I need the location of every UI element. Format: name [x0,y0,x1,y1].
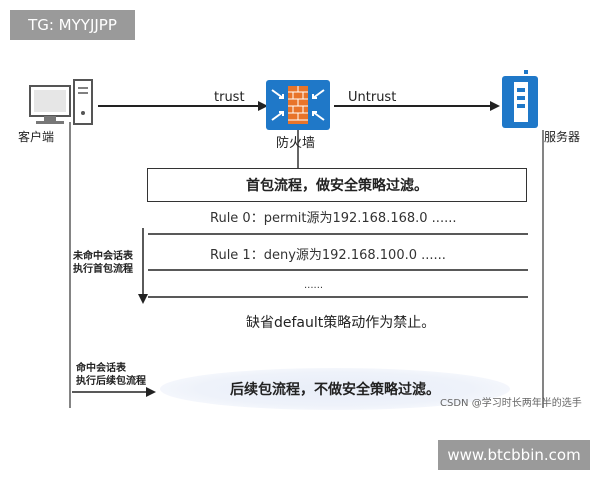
firewall-icon [266,80,330,130]
client-computer-icon [29,79,93,125]
hit-session-note: 命中会话表 执行后续包流程 [76,362,146,388]
miss-down-arrowhead [138,294,148,304]
rule-ellipsis-text: ...... [304,280,324,291]
untrust-arrowhead [490,101,500,111]
hit-note-line-1: 命中会话表 [76,363,126,374]
server-icon [502,70,538,128]
top-left-tag: TG: MYYJJPP [10,10,135,40]
trust-label: trust [214,90,245,105]
untrust-label: Untrust [348,90,397,105]
rule-0-text: Rule 0：permit源为192.168.168.0 ...... [210,211,457,226]
firewall-label: 防火墙 [276,136,316,151]
bottom-right-tag: www.btcbbin.com [438,440,590,470]
server-label: 服务器 [544,130,581,144]
client-label: 客户端 [18,130,55,144]
later-packet-box: 后续包流程，不做安全策略过滤。 [160,368,510,410]
rule-1-text: Rule 1：deny源为192.168.100.0 ...... [210,248,446,263]
miss-note-line-2: 执行首包流程 [73,264,133,275]
default-rule-text: 缺省default策略动作为禁止。 [246,315,436,331]
hit-note-line-2: 执行后续包流程 [76,376,146,387]
csdn-watermark: CSDN @学习时长两年半的选手 [440,398,582,409]
miss-session-note: 未命中会话表 执行首包流程 [73,250,133,276]
miss-note-line-1: 未命中会话表 [73,251,133,262]
hit-arrowhead [146,387,156,397]
first-packet-box: 首包流程，做安全策略过滤。 [147,168,527,202]
trust-arrowhead [258,101,268,111]
